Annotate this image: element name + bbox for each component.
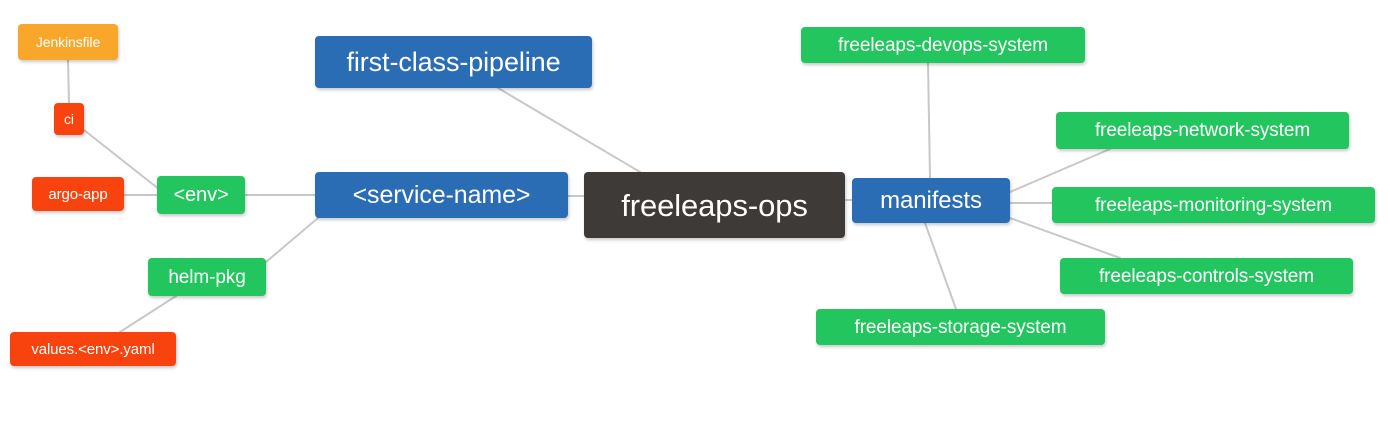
edge-helm-pkg-to-values-yaml — [119, 295, 177, 333]
mindmap-node-jenkinsfile[interactable]: Jenkinsfile — [18, 24, 118, 60]
mindmap-node-env[interactable]: <env> — [157, 176, 245, 214]
mindmap-node-freeleaps-devops-system[interactable]: freeleaps-devops-system — [801, 27, 1085, 63]
edge-jenkinsfile-to-ci — [67, 59, 70, 104]
edge-service-name-to-helm-pkg — [265, 217, 319, 263]
mindmap-node-freeleaps-monitoring-system[interactable]: freeleaps-monitoring-system — [1052, 187, 1375, 223]
mindmap-node-first-class-pipeline[interactable]: first-class-pipeline — [315, 36, 592, 88]
mindmap-node-freeleaps-storage-system[interactable]: freeleaps-storage-system — [816, 309, 1105, 345]
mindmap-node-service-name[interactable]: <service-name> — [315, 172, 568, 218]
mindmap-node-helm-pkg[interactable]: helm-pkg — [148, 258, 266, 296]
mindmap-node-freeleaps-network-system[interactable]: freeleaps-network-system — [1056, 112, 1349, 149]
edge-manifests-to-freeleaps-storage-system — [924, 222, 957, 310]
mindmap-node-freeleaps-ops[interactable]: freeleaps-ops — [584, 172, 845, 238]
mindmap-node-values-yaml[interactable]: values.<env>.yaml — [10, 332, 176, 366]
edge-manifests-to-freeleaps-controls-system — [1009, 217, 1121, 259]
mindmap-node-ci[interactable]: ci — [54, 103, 84, 135]
mindmap-node-freeleaps-controls-system[interactable]: freeleaps-controls-system — [1060, 258, 1353, 294]
mindmap-node-manifests[interactable]: manifests — [852, 178, 1010, 223]
mindmap-node-argo-app[interactable]: argo-app — [32, 177, 124, 211]
edge-first-class-pipeline-to-freeleaps-ops — [497, 87, 641, 173]
edge-manifests-to-freeleaps-devops-system — [927, 62, 931, 179]
edge-manifests-to-freeleaps-network-system — [1009, 148, 1111, 193]
